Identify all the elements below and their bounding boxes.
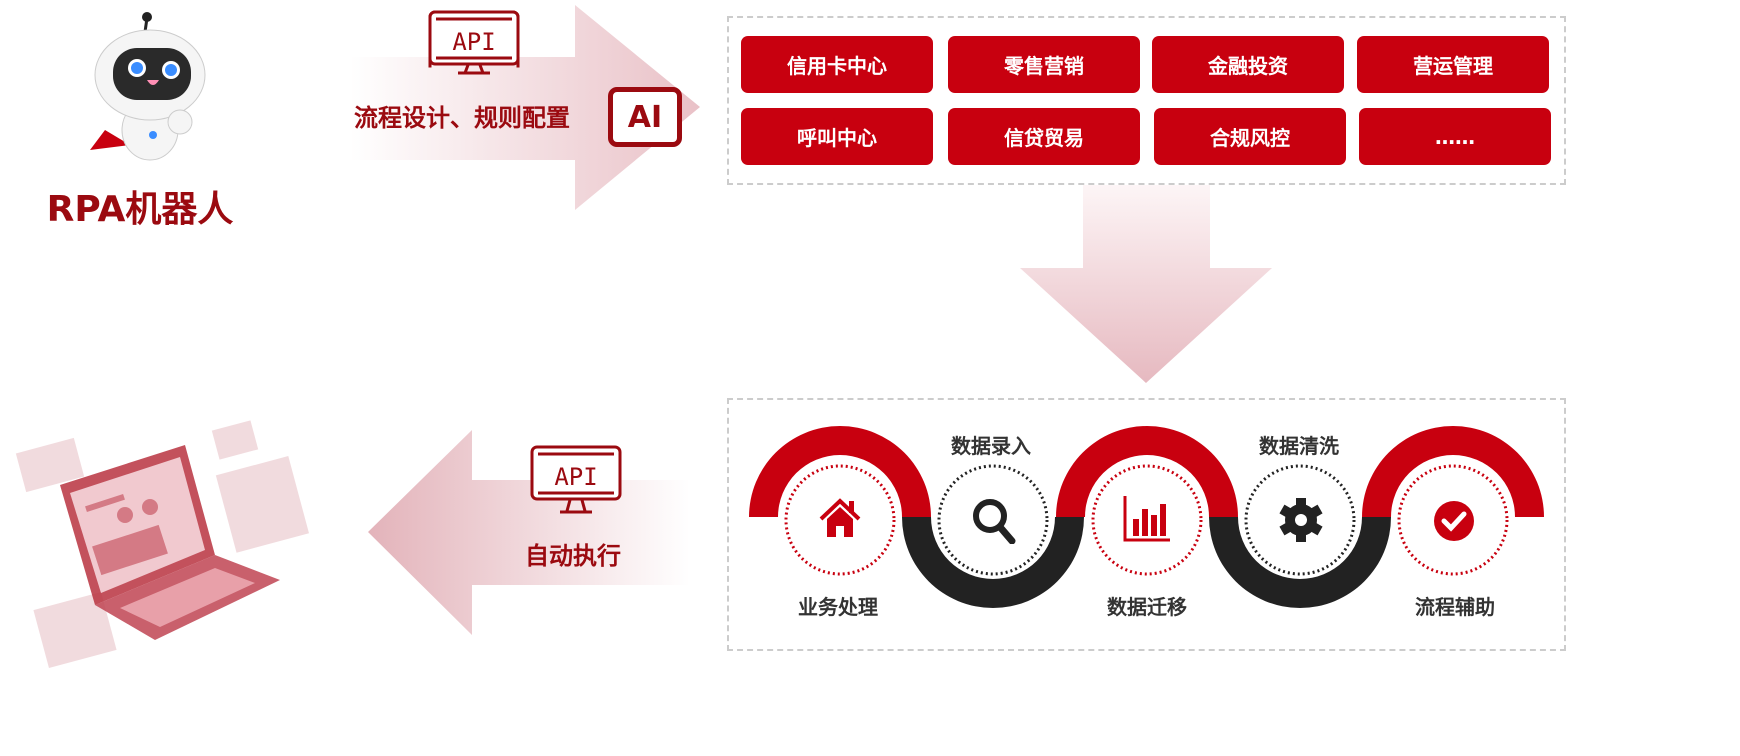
bar-chart-icon	[1123, 496, 1170, 542]
scenario-operations-management[interactable]: 营运管理	[1357, 36, 1549, 93]
step-data-entry: 数据录入	[951, 434, 1031, 458]
scenario-call-center[interactable]: 呼叫中心	[741, 108, 933, 165]
scenario-financial-investment[interactable]: 金融投资	[1152, 36, 1344, 93]
scenario-more[interactable]: ……	[1359, 108, 1551, 165]
scenario-compliance-risk[interactable]: 合规风控	[1154, 108, 1346, 165]
step-business-processing: 业务处理	[798, 595, 878, 619]
scenario-credit-card-center[interactable]: 信用卡中心	[741, 36, 933, 93]
step-data-cleaning: 数据清洗	[1259, 434, 1339, 458]
svg-text:API: API	[554, 463, 597, 491]
api-monitor-icon: API	[530, 445, 622, 514]
auto-execute-label: 自动执行	[525, 542, 621, 570]
rpa-robot-title: RPA机器人	[46, 189, 234, 230]
scenario-panel	[727, 16, 1566, 185]
check-circle-icon	[1434, 501, 1474, 541]
ai-badge: AI	[608, 87, 682, 147]
process-wave	[749, 426, 1544, 608]
home-icon	[819, 498, 861, 537]
gear-icon	[1279, 498, 1323, 542]
search-icon	[973, 499, 1016, 544]
svg-text:API: API	[452, 28, 495, 56]
right-arrow-shape	[350, 5, 700, 210]
step-process-assist: 流程辅助	[1415, 595, 1495, 619]
scenario-retail-marketing[interactable]: 零售营销	[948, 36, 1140, 93]
laptop-illustration-icon	[15, 420, 309, 669]
down-arrow-shape	[1020, 185, 1272, 383]
robot-mascot-icon	[90, 12, 206, 161]
process-panel	[727, 398, 1566, 651]
process-design-label: 流程设计、规则配置	[354, 104, 570, 132]
scenario-credit-trade[interactable]: 信贷贸易	[948, 108, 1140, 165]
api-monitor-icon: API	[428, 10, 520, 76]
step-data-migration: 数据迁移	[1107, 595, 1187, 619]
